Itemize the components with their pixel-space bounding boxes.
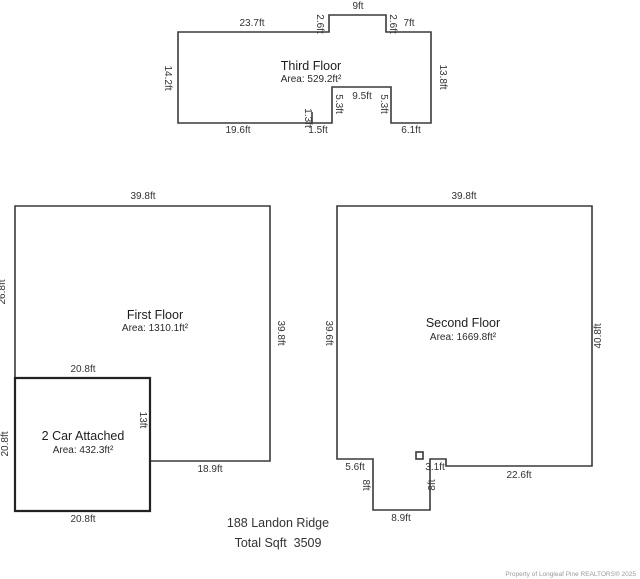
third-floor-plan: Third Floor Area: 529.2ft² 23.7ft 9ft 7f… xyxy=(162,1,448,136)
second-dim-bottom-left: 5.6ft xyxy=(345,462,365,473)
third-dim-right: 13.8ft xyxy=(437,64,448,89)
garage-plan: 2 Car Attached Area: 432.3ft² 20.8ft 20.… xyxy=(0,364,152,525)
second-dim-notch-right: 8ft xyxy=(427,479,438,490)
first-dim-top: 39.8ft xyxy=(130,191,155,202)
second-dim-small-step: 3.1ft xyxy=(425,462,445,473)
garage-area: Area: 432.3ft² xyxy=(53,445,114,456)
third-floor-outline xyxy=(177,14,432,124)
third-dim-notch-right-height: 5.3ft xyxy=(378,94,389,114)
third-dim-left: 14.2ft xyxy=(162,65,173,90)
second-floor-small-box xyxy=(415,451,424,460)
third-dim-top-left: 23.7ft xyxy=(239,18,264,29)
credit-text: Property of Longleaf Pine REALTORS® 2025 xyxy=(505,570,636,578)
second-dim-left: 39.6ft xyxy=(323,320,334,345)
second-dim-right: 40.8ft xyxy=(593,323,604,348)
third-dim-notch-left-height: 5.3ft xyxy=(333,94,344,114)
first-floor-area: Area: 1310.1ft² xyxy=(122,323,189,334)
third-dim-notch-left-bottom: 1.5ft xyxy=(308,125,328,136)
second-dim-bottom-right: 22.6ft xyxy=(506,470,531,481)
third-dim-notch-top: 9.5ft xyxy=(352,91,372,102)
garage-dim-left: 20.8ft xyxy=(0,431,11,456)
first-floor-name: First Floor xyxy=(127,308,183,322)
second-floor-outline xyxy=(336,205,593,511)
second-dim-top: 39.8ft xyxy=(451,191,476,202)
third-dim-top-right: 7ft xyxy=(403,18,414,29)
first-dim-right: 39.8ft xyxy=(275,320,286,345)
garage-name: 2 Car Attached xyxy=(42,429,125,443)
third-floor-area: Area: 529.2ft² xyxy=(281,74,342,85)
second-dim-notch-bottom: 8.9ft xyxy=(391,513,411,524)
third-dim-step-left: 2.6ft xyxy=(314,14,325,34)
second-floor-plan: Second Floor Area: 1669.8ft² 39.8ft 5.6f… xyxy=(323,191,604,524)
third-dim-top-mid: 9ft xyxy=(352,1,363,12)
caption: 188 Landon Ridge Total Sqft 3509 xyxy=(227,516,329,550)
third-dim-step-right: 2.6ft xyxy=(387,14,398,34)
second-dim-notch-left: 8ft xyxy=(360,479,371,490)
third-dim-notch-left-small: 1.3ft xyxy=(302,108,313,128)
second-floor-name: Second Floor xyxy=(426,316,500,330)
first-dim-bottom: 18.9ft xyxy=(197,464,222,475)
garage-dim-bottom: 20.8ft xyxy=(70,514,95,525)
garage-dim-top: 20.8ft xyxy=(70,364,95,375)
first-dim-left: 26.8ft xyxy=(0,279,8,304)
second-floor-area: Area: 1669.8ft² xyxy=(430,332,497,343)
third-floor-name: Third Floor xyxy=(281,59,341,73)
caption-total-sqft: Total Sqft 3509 xyxy=(235,536,322,550)
third-dim-bottom-left: 19.6ft xyxy=(225,125,250,136)
caption-address: 188 Landon Ridge xyxy=(227,516,329,530)
garage-outline xyxy=(13,376,152,513)
third-dim-bottom-right: 6.1ft xyxy=(401,125,421,136)
garage-dim-right: 13ft xyxy=(137,412,148,429)
